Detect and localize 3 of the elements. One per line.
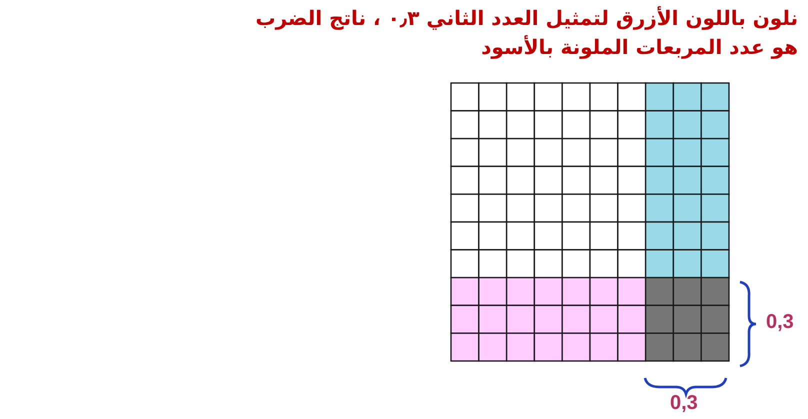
dimension-label: 0,3	[670, 392, 698, 415]
title: نلون باللون الأزرق لتمثيل العدد الثاني ٠٫٣ ، ناتج الضرب هو عدد المربعات الملونة بالأسود	[254, 5, 798, 61]
dimension-label: 0,3	[766, 311, 794, 334]
